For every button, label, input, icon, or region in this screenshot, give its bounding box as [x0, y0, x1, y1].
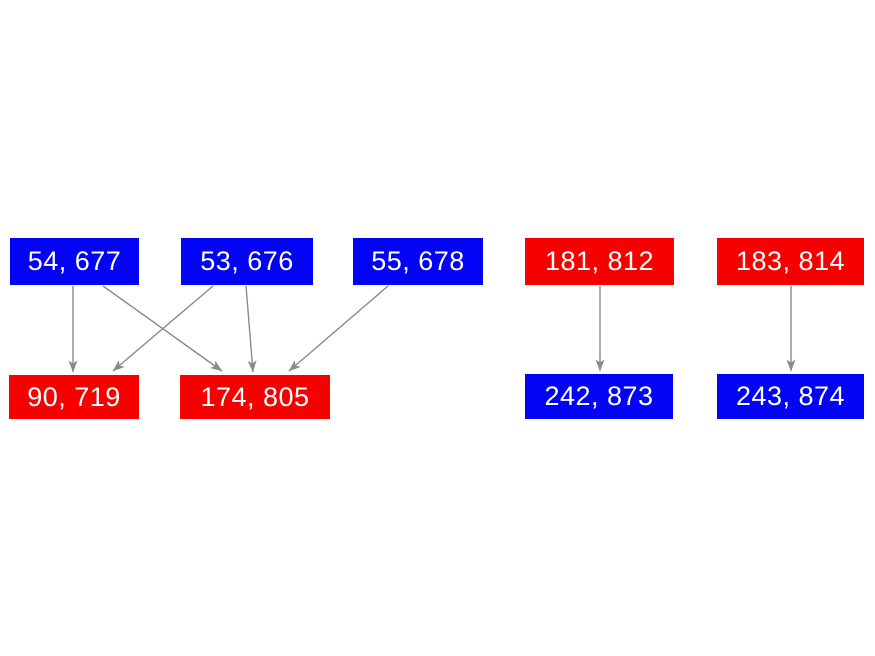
node-183-814: 183, 814	[717, 238, 864, 285]
edge-group	[68, 285, 796, 373]
node-53-676: 53, 676	[181, 238, 313, 285]
node-181-812: 181, 812	[525, 238, 674, 285]
node-242-873: 242, 873	[525, 374, 673, 419]
node-55-678: 55, 678	[353, 238, 483, 285]
node-174-805: 174, 805	[180, 375, 330, 419]
edge-53-676-to-90-719	[112, 285, 214, 372]
edge-53-676-to-174-805	[245, 285, 257, 373]
node-90-719: 90, 719	[9, 375, 139, 419]
node-54-677: 54, 677	[10, 238, 139, 285]
edge-55-678-to-174-805	[288, 285, 389, 372]
node-243-874: 243, 874	[717, 374, 864, 419]
